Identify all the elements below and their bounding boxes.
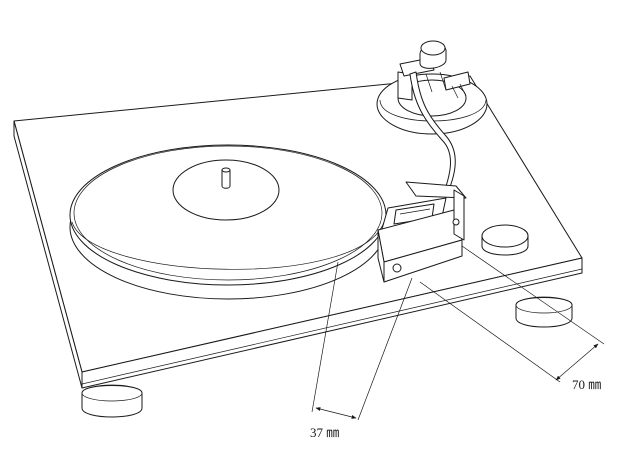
extension-line-70-lower xyxy=(419,281,561,383)
dimension-label-70: 70 ㎜ xyxy=(572,377,601,392)
extension-line-70-upper xyxy=(461,245,605,345)
tonearm-pivot xyxy=(397,40,471,101)
dimension-lines xyxy=(311,245,605,421)
dimension-arrow-37 xyxy=(315,407,357,419)
speed-knob xyxy=(481,224,529,256)
dimension-arrow-70 xyxy=(555,343,599,381)
extension-line-37-right xyxy=(357,277,413,421)
foot-front-left xyxy=(81,384,143,418)
extension-line-37-left xyxy=(311,261,339,413)
spindle xyxy=(221,167,231,189)
foot-front-right xyxy=(515,296,573,328)
record-label xyxy=(172,159,280,221)
control-block xyxy=(377,189,465,283)
dimension-label-37: 37 ㎜ xyxy=(310,425,339,440)
